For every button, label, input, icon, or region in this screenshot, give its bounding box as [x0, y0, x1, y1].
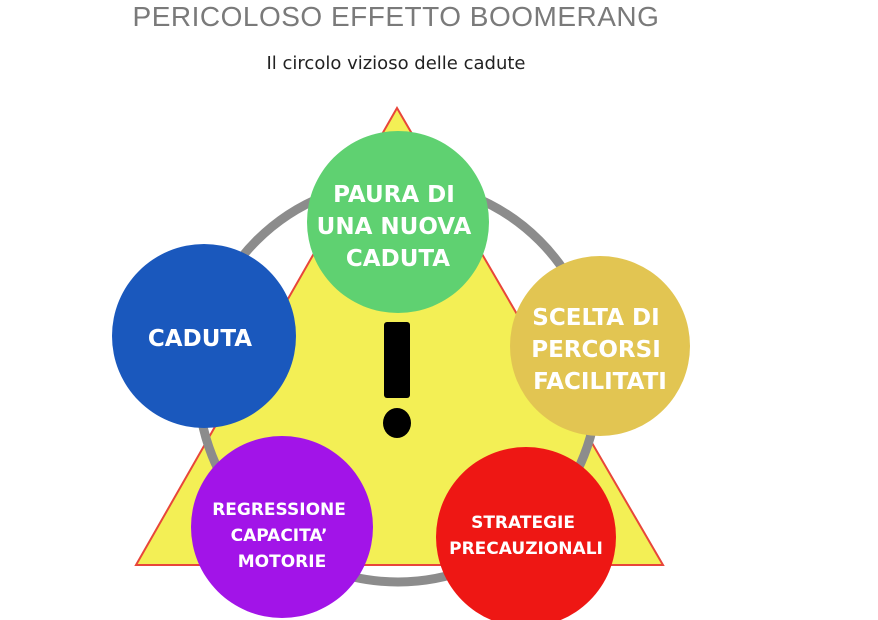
- svg-text:CADUTA: CADUTA: [148, 326, 252, 352]
- diagram-title: PERICOLOSO EFFETTO BOOMERANG: [132, 1, 660, 32]
- exclamation-icon: [383, 322, 411, 438]
- node-label-line: FACILITATI: [533, 369, 667, 395]
- node-fear-of-falling: PAURA DI UNA NUOVA CADUTA: [307, 131, 489, 313]
- node-label-line: SCELTA DI: [532, 305, 659, 331]
- svg-text:SCELTA DI PERCORSI: SCELTA DI PERCORSI FACILITATI: [531, 305, 669, 395]
- diagram-subtitle: Il circolo vizioso delle cadute: [266, 53, 526, 74]
- node-label-line: CADUTA: [346, 246, 450, 272]
- svg-text:REGRESSIONE CAPACITA’: REGRESSIONE CAPACITA’ MOTORIE: [212, 500, 352, 572]
- node-motor-regression: REGRESSIONE CAPACITA’ MOTORIE: [191, 436, 373, 618]
- node-precautionary-strategies: STRATEGIE PRECAUZIONALI: [436, 447, 616, 620]
- svg-text:PAURA DI UNA NUOVA: PAURA DI UNA NUOVA CADUTA: [317, 182, 480, 272]
- node-circle: [436, 447, 616, 620]
- node-label-line: PERCORSI: [531, 337, 661, 363]
- node-circle: [307, 131, 489, 313]
- node-label-line: UNA NUOVA: [317, 214, 472, 240]
- node-circle: [112, 244, 296, 428]
- node-circle: [191, 436, 373, 618]
- svg-text:STRATEGIE PRECAUZIONALI: STRATEGIE PRECAUZIONALI: [449, 513, 603, 559]
- node-label-line: CADUTA: [148, 326, 252, 352]
- node-label-line: PRECAUZIONALI: [449, 539, 603, 559]
- node-label-line: MOTORIE: [238, 552, 326, 572]
- node-fall: CADUTA: [112, 244, 296, 428]
- node-label-line: STRATEGIE: [471, 513, 575, 533]
- node-easier-paths: SCELTA DI PERCORSI FACILITATI: [510, 256, 690, 436]
- node-label-line: REGRESSIONE: [212, 500, 346, 520]
- node-circle: [510, 256, 690, 436]
- node-label-line: PAURA DI: [333, 182, 455, 208]
- node-label-line: CAPACITA’: [231, 526, 328, 546]
